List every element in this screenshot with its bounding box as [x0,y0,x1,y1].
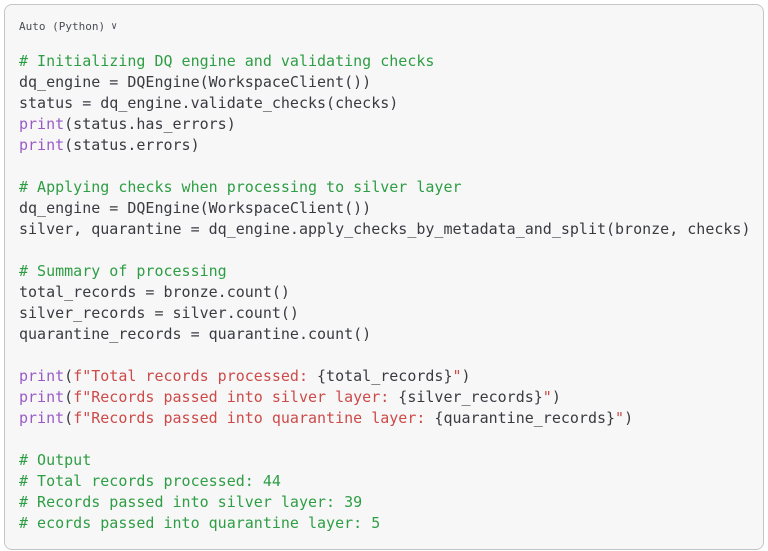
code-line: # Initializing DQ engine and validating … [19,51,749,72]
code-line: # Applying checks when processing to sil… [19,177,749,198]
language-selector-label: Auto (Python) [19,20,106,33]
code-cell: Auto (Python) ∨ # Initializing DQ engine… [4,4,764,550]
token-string: " [615,409,625,427]
token-plain: dq_engine = DQEngine(WorkspaceClient()) [19,73,372,91]
code-line: print(f"Records passed into silver layer… [19,387,749,408]
code-line: silver, quarantine = dq_engine.apply_che… [19,219,751,240]
code-line: print(f"Records passed into quarantine l… [19,408,749,429]
chevron-down-icon: ∨ [111,21,118,32]
token-string: f"Records passed into silver layer: [73,388,399,406]
token-comment: # Applying checks when processing to sil… [19,178,462,196]
code-line: # Records passed into silver layer: 39 [19,492,749,513]
code-line [19,240,749,261]
token-plain: dq_engine = DQEngine(WorkspaceClient()) [19,199,372,217]
code-line [19,156,749,177]
token-plain: status = dq_engine.validate_checks(check… [19,94,399,112]
token-plain: ) [624,409,634,427]
token-builtin: print [19,115,65,133]
token-comment: # ecords passed into quarantine layer: 5 [19,514,381,532]
token-string: " [542,388,552,406]
code-line: # Total records processed: 44 [19,471,749,492]
code-editor[interactable]: # Initializing DQ engine and validating … [19,51,751,534]
token-string: f"Total records processed: [73,367,318,385]
code-line: # ecords passed into quarantine layer: 5 [19,513,749,534]
token-comment: # Total records processed: 44 [19,472,281,490]
token-string: " [452,367,462,385]
token-plain: ( [64,367,74,385]
code-line: # Summary of processing [19,261,749,282]
token-plain: ) [461,367,471,385]
token-plain: {total_records} [317,367,453,385]
token-builtin: print [19,367,65,385]
code-line: print(f"Total records processed: {total_… [19,366,749,387]
token-builtin: print [19,388,65,406]
token-plain: silver_records = silver.count() [19,304,299,322]
code-line: status = dq_engine.validate_checks(check… [19,93,749,114]
token-plain: (status.has_errors) [64,115,236,133]
code-line: total_records = bronze.count() [19,282,749,303]
token-plain: ( [64,388,74,406]
code-line: dq_engine = DQEngine(WorkspaceClient()) [19,198,749,219]
token-plain: {silver_records} [398,388,543,406]
token-plain: quarantine_records = quarantine.count() [19,325,372,343]
code-line: print(status.errors) [19,135,749,156]
token-string: f"Records passed into quarantine layer: [73,409,435,427]
token-comment: # Summary of processing [19,262,227,280]
token-plain: (status.errors) [64,136,200,154]
token-plain: total_records = bronze.count() [19,283,290,301]
token-builtin: print [19,409,65,427]
code-line [19,429,749,450]
code-line: print(status.has_errors) [19,114,749,135]
token-builtin: print [19,136,65,154]
token-comment: # Output [19,451,92,469]
token-plain: silver, quarantine = dq_engine.apply_che… [19,220,751,238]
token-comment: # Records passed into silver layer: 39 [19,493,363,511]
code-line: dq_engine = DQEngine(WorkspaceClient()) [19,72,749,93]
code-line: # Output [19,450,749,471]
code-line: quarantine_records = quarantine.count() [19,324,749,345]
token-plain: ( [64,409,74,427]
token-plain: {quarantine_records} [434,409,616,427]
token-plain: ) [551,388,561,406]
code-line [19,345,749,366]
code-line: silver_records = silver.count() [19,303,749,324]
token-comment: # Initializing DQ engine and validating … [19,52,435,70]
language-selector-dropdown[interactable]: Auto (Python) ∨ [19,19,117,35]
